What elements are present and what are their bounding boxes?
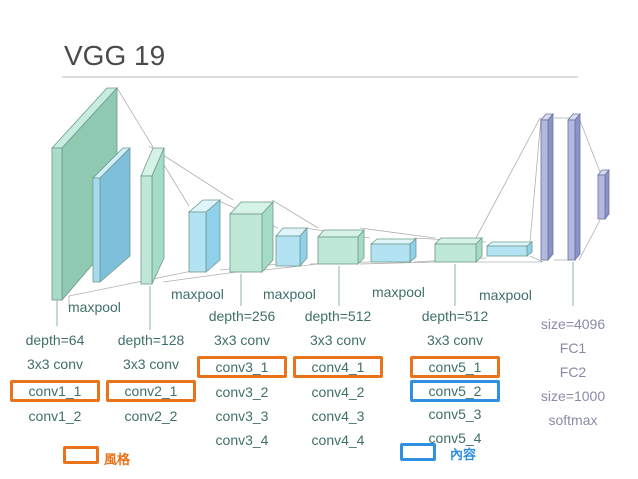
layer-block-4 (317, 228, 418, 265)
depth-label: depth=128 (117, 332, 185, 348)
block-4-labels: depth=512 3x3 conv conv4_1 conv4_2 conv4… (293, 308, 383, 456)
layer-conv1-1-style: conv1_1 (10, 380, 100, 402)
block-3-labels: depth=256 3x3 conv conv3_1 conv3_2 conv3… (197, 308, 287, 456)
depth-label: depth=512 (304, 308, 372, 324)
layer-conv1-2: conv1_2 (28, 408, 82, 424)
layer-conv2-1-style: conv2_1 (106, 380, 196, 402)
layer-conv3-2: conv3_2 (215, 384, 269, 400)
layer-block-1 (51, 86, 131, 302)
layer-conv3-3: conv3_3 (215, 408, 269, 424)
maxpool-label-3: maxpool (263, 286, 316, 302)
layer-conv4-2: conv4_2 (311, 384, 365, 400)
layer-block-2 (140, 147, 222, 285)
conv-label: 3x3 conv (26, 356, 84, 372)
block-1-labels: depth=64 3x3 conv conv1_1 conv1_2 (10, 332, 100, 432)
legend-content-swatch (400, 443, 436, 461)
block-5-labels: depth=512 3x3 conv conv5_1 conv5_2 conv5… (410, 308, 500, 454)
layer-conv2-2: conv2_2 (124, 408, 178, 424)
maxpool-label-2: maxpool (171, 286, 224, 302)
maxpool-label-5: maxpool (479, 287, 532, 303)
depth-label: depth=256 (208, 308, 276, 324)
page-title: VGG 19 (64, 40, 166, 71)
fc-labels: size=4096 FC1 FC2 size=1000 softmax (530, 316, 616, 436)
conv-label: 3x3 conv (426, 332, 484, 348)
conv-label: 3x3 conv (122, 356, 180, 372)
fc-size-4096: size=4096 (540, 316, 606, 332)
fc2-label: FC2 (559, 364, 587, 380)
layer-conv3-1-style: conv3_1 (197, 356, 287, 378)
layer-conv5-2-content: conv5_2 (410, 380, 500, 402)
block-2-labels: depth=128 3x3 conv conv2_1 conv2_2 (106, 332, 196, 432)
fc-layers (540, 112, 610, 262)
depth-label: depth=512 (421, 308, 489, 324)
layer-block-5 (434, 237, 534, 263)
layer-conv4-1-style: conv4_1 (293, 356, 383, 378)
softmax-label: softmax (548, 412, 598, 428)
layer-conv4-3: conv4_3 (311, 408, 365, 424)
layer-conv5-1-style: conv5_1 (410, 356, 500, 378)
layer-conv5-4: conv5_4 (428, 430, 482, 446)
conv-label: 3x3 conv (213, 332, 271, 348)
maxpool-label-1: maxpool (68, 299, 121, 315)
legend-style-swatch (63, 446, 99, 464)
fc-size-1000: size=1000 (540, 388, 606, 404)
fc1-label: FC1 (559, 340, 587, 356)
conv-label: 3x3 conv (309, 332, 367, 348)
legend-style-label: 風格 (104, 452, 131, 467)
layer-conv4-4: conv4_4 (311, 432, 365, 448)
layer-block-3 (229, 200, 308, 274)
layer-conv3-4: conv3_4 (215, 432, 269, 448)
depth-label: depth=64 (25, 332, 85, 348)
layer-conv5-3: conv5_3 (428, 406, 482, 422)
legend-content-label: 內容 (450, 447, 477, 462)
maxpool-label-4: maxpool (372, 284, 425, 300)
pointer-ticks (56, 262, 574, 330)
